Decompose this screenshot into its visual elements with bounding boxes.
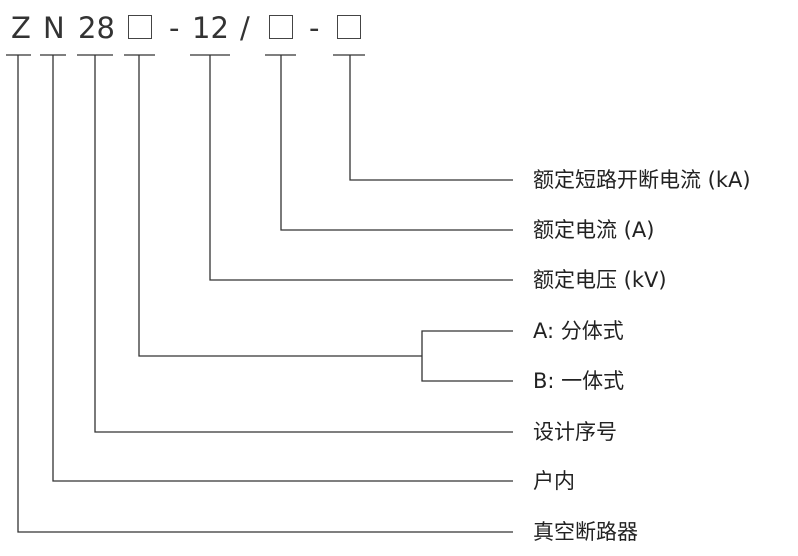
code-dash-1: - xyxy=(169,11,180,45)
code-n: N xyxy=(43,11,65,45)
leader-design-number xyxy=(94,55,513,433)
code-voltage: 12 xyxy=(192,11,229,45)
label-indoor: 户内 xyxy=(533,469,575,493)
code-slash: / xyxy=(240,11,250,45)
label-breaking-current: 额定短路开断电流 (kA) xyxy=(533,168,751,192)
placeholder-box-1 xyxy=(128,15,152,39)
leader-type xyxy=(138,55,422,357)
label-design-number: 设计序号 xyxy=(533,420,617,444)
code-z: Z xyxy=(11,11,31,45)
leader-vacuum-breaker xyxy=(17,55,513,533)
leader-breaking-current xyxy=(349,55,513,181)
label-vacuum-breaker: 真空断路器 xyxy=(533,520,638,544)
leader-rated-voltage xyxy=(209,55,513,281)
code-dash-2: - xyxy=(309,11,320,45)
leader-indoor xyxy=(52,55,513,482)
code-series: 28 xyxy=(78,11,115,45)
placeholder-box-2 xyxy=(269,15,293,39)
label-type-a: A: 分体式 xyxy=(533,319,624,343)
leader-type-bracket xyxy=(421,330,513,382)
label-type-b: B: 一体式 xyxy=(533,369,625,393)
label-rated-current: 额定电流 (A) xyxy=(533,218,655,242)
placeholder-box-3 xyxy=(337,15,361,39)
label-rated-voltage: 额定电压 (kV) xyxy=(533,268,667,292)
leader-rated-current xyxy=(280,55,513,231)
